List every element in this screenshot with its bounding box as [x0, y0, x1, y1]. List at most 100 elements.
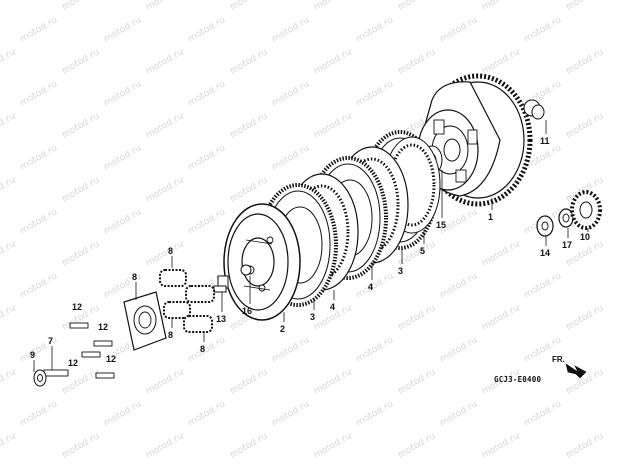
- watermark-text: motod.ru: [61, 47, 102, 76]
- watermark-text: motod.ru: [0, 47, 17, 76]
- watermark-text: motod.ru: [103, 15, 144, 44]
- watermark-text: motod.ru: [145, 47, 186, 76]
- watermark-text: motod.ru: [523, 399, 564, 428]
- watermark-text: motod.ru: [397, 367, 438, 396]
- nut-14: [536, 215, 554, 237]
- washer-17: [558, 208, 574, 228]
- watermark-text: motod.ru: [355, 79, 396, 108]
- watermark-text: motod.ru: [61, 431, 102, 460]
- callout-labels: 1 2 3 3 4 4 5 15 11 14 17 10 16 13 8 8 8…: [30, 136, 590, 368]
- watermark-text: motod.ru: [355, 15, 396, 44]
- watermark-text: motod.ru: [313, 431, 354, 460]
- watermark-text: motod.ru: [187, 143, 228, 172]
- callout-2: 2: [280, 324, 285, 334]
- leader-lines: [33, 120, 589, 372]
- callout-12-b: 12: [98, 322, 108, 332]
- watermark-text: motod.ru: [397, 431, 438, 460]
- watermark-text: motod.ru: [313, 367, 354, 396]
- watermark-text: motod.ru: [355, 335, 396, 364]
- watermark-text: motod.ru: [481, 303, 522, 332]
- spring-lower: [183, 315, 213, 333]
- watermark-text: motod.ru: [229, 0, 270, 13]
- callout-12-c: 12: [68, 358, 78, 368]
- front-direction-marker: FR.: [552, 355, 587, 379]
- front-arrow-icon: [565, 363, 587, 379]
- watermark-text: motod.ru: [271, 79, 312, 108]
- watermark-text: motod.ru: [229, 175, 270, 204]
- bush-11: [523, 99, 545, 120]
- bolts-12: [69, 322, 115, 379]
- watermark-text: motod.ru: [61, 111, 102, 140]
- watermark-text: motod.ru: [271, 399, 312, 428]
- callout-8-bottom: 8: [200, 344, 205, 354]
- watermark-text: motod.ru: [19, 399, 60, 428]
- watermark-text: motod.ru: [19, 15, 60, 44]
- watermark-text: motod.ru: [271, 15, 312, 44]
- watermark-text: motod.ru: [565, 47, 606, 76]
- watermark-text: motod.ru: [187, 79, 228, 108]
- callout-12-d: 12: [106, 354, 116, 364]
- watermark-text: motod.ru: [397, 0, 438, 13]
- watermark-text: motod.ru: [145, 367, 186, 396]
- watermark-text: motod.ru: [565, 303, 606, 332]
- watermark-text: motod.ru: [187, 207, 228, 236]
- callout-8-left: 8: [168, 330, 173, 340]
- lifter-13: [213, 275, 229, 293]
- callout-11: 11: [540, 136, 550, 146]
- watermark-text: motod.ru: [523, 271, 564, 300]
- watermark-text: motod.ru: [229, 431, 270, 460]
- watermark-text: motod.ru: [187, 335, 228, 364]
- watermark-text: motod.ru: [313, 47, 354, 76]
- watermark-text: motod.ru: [103, 207, 144, 236]
- watermark-text: motod.ru: [565, 0, 606, 13]
- watermark-text: motod.ru: [0, 175, 17, 204]
- callout-9: 9: [30, 350, 35, 360]
- spring-upper: [159, 269, 187, 287]
- watermark-text: motod.ru: [19, 207, 60, 236]
- pressure-plate-part: [223, 203, 301, 321]
- watermark-text: motod.ru: [103, 271, 144, 300]
- watermark-text: motod.ru: [481, 239, 522, 268]
- watermark-text: motod.ru: [145, 111, 186, 140]
- watermark-text: motod.ru: [229, 47, 270, 76]
- watermark-text: motod.ru: [61, 175, 102, 204]
- watermark-text: motod.ru: [313, 0, 354, 13]
- callout-10: 10: [580, 232, 590, 242]
- bolt-7: [43, 369, 69, 377]
- watermark-text: motod.ru: [19, 335, 60, 364]
- callout-7: 7: [48, 336, 53, 346]
- watermark-text: motod.ru: [229, 367, 270, 396]
- spring-left: [163, 301, 191, 319]
- watermark-text: motod.ru: [145, 175, 186, 204]
- gear-10: [570, 190, 602, 230]
- watermark-text: motod.ru: [439, 335, 480, 364]
- nut-16: [240, 264, 252, 276]
- callout-1: 1: [488, 212, 493, 222]
- watermark-text: motod.ru: [61, 0, 102, 13]
- callout-3-rear: 3: [398, 266, 403, 276]
- watermark-text: motod.ru: [103, 143, 144, 172]
- watermark-text: motod.ru: [439, 15, 480, 44]
- watermark-text: motod.ru: [0, 111, 17, 140]
- watermark-text: motod.ru: [271, 143, 312, 172]
- watermark-text: motod.ru: [187, 399, 228, 428]
- watermark-text: motod.ru: [0, 303, 17, 332]
- watermark-text: motod.ru: [19, 79, 60, 108]
- watermark-text: motod.ru: [397, 303, 438, 332]
- watermark-text: motod.ru: [397, 47, 438, 76]
- watermark-text: motod.ru: [565, 431, 606, 460]
- watermark-text: motod.ru: [565, 111, 606, 140]
- watermark-text: motod.ru: [355, 399, 396, 428]
- watermark-text: motod.ru: [481, 431, 522, 460]
- diagram-code: GCJ3-E0400: [494, 375, 541, 384]
- watermark-text: motod.ru: [145, 431, 186, 460]
- watermark-text: motod.ru: [145, 239, 186, 268]
- front-label: FR.: [552, 355, 565, 364]
- callout-4-front: 4: [330, 302, 335, 312]
- watermark-text: motod.ru: [229, 111, 270, 140]
- callout-15: 15: [436, 220, 446, 230]
- callout-12-a: 12: [72, 302, 82, 312]
- watermark-text: motod.ru: [439, 399, 480, 428]
- callout-5: 5: [420, 246, 425, 256]
